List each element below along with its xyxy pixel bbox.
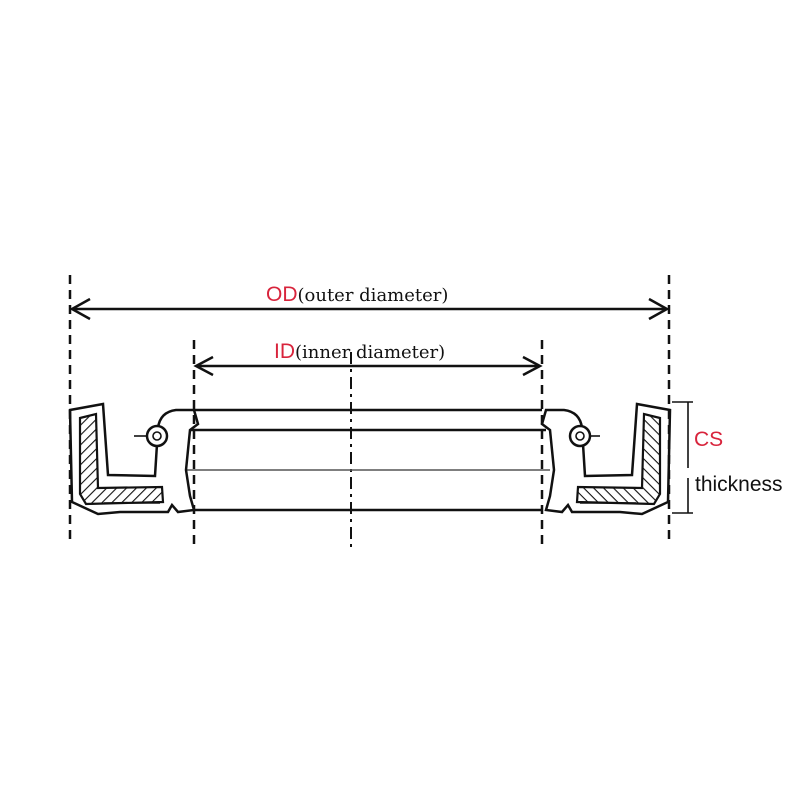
id-label: ID(inner diameter)	[274, 340, 445, 363]
od-dimension-arrow	[69, 297, 670, 321]
od-label: OD(outer diameter)	[266, 283, 448, 306]
cs-label: CS	[694, 428, 723, 451]
seal-cross-section-right	[540, 402, 672, 516]
id-dimension-arrow	[193, 355, 543, 377]
cs-bracket	[672, 401, 693, 468]
thickness-bracket	[672, 478, 693, 514]
seal-cross-section-left	[68, 402, 200, 516]
thickness-label: thickness	[695, 473, 783, 496]
seal-lip-band	[186, 408, 550, 512]
